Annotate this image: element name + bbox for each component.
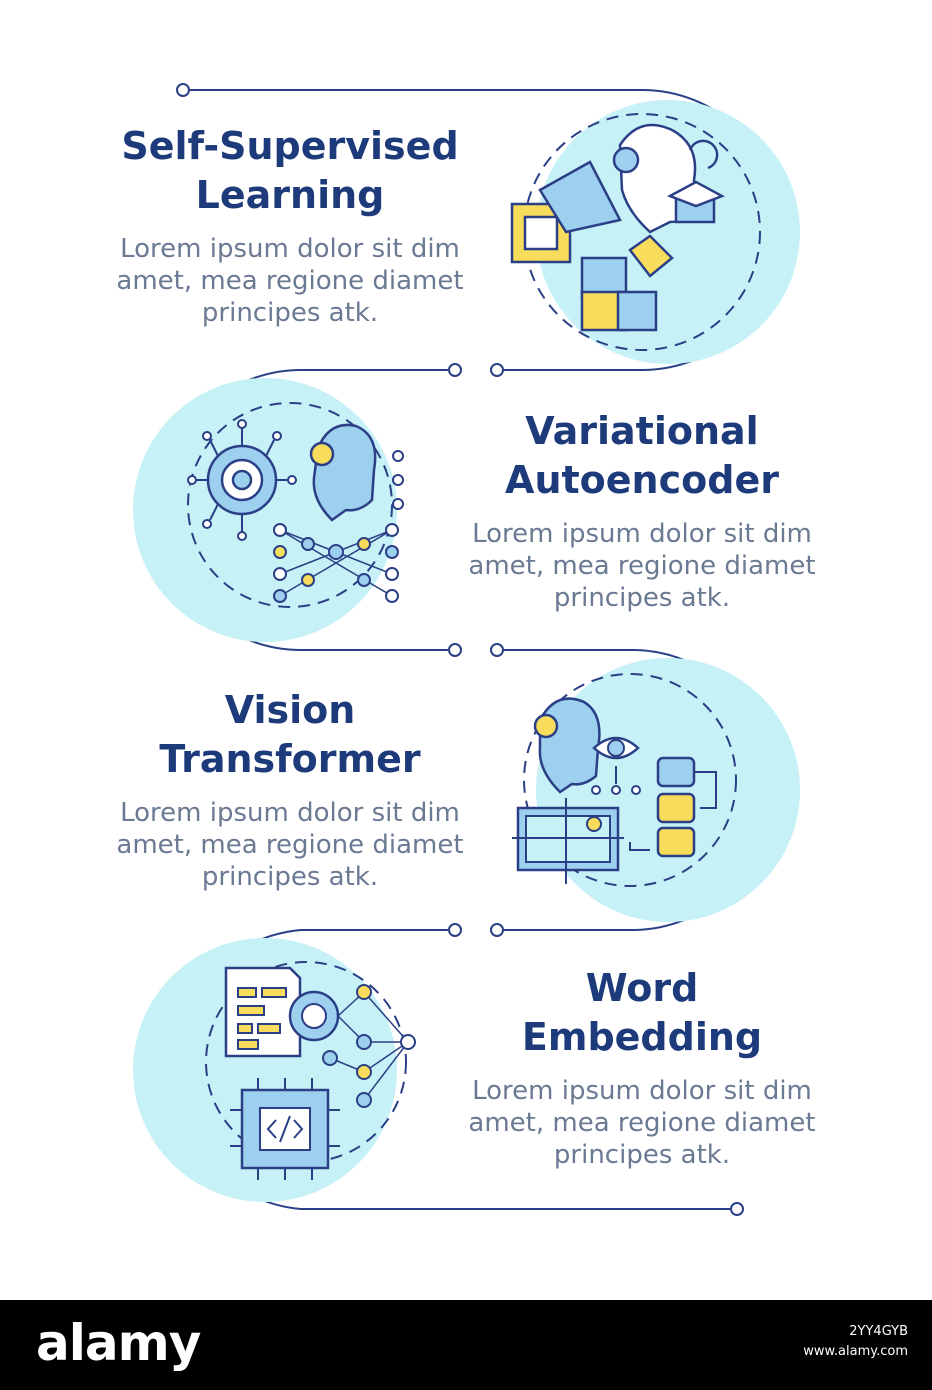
flow-diagram xyxy=(133,83,800,1216)
ai-head-eye-image-flow-icon xyxy=(512,658,800,922)
connector-node xyxy=(490,923,504,937)
connector-node xyxy=(176,83,190,97)
connector-node xyxy=(490,363,504,377)
image-id: 2YY4GYB xyxy=(849,1324,908,1339)
gear-network-ai-head-icon xyxy=(133,378,404,642)
site-url: www.alamy.com xyxy=(803,1344,908,1359)
connector-node xyxy=(490,643,504,657)
ai-head-graduation-puzzle-icon xyxy=(510,100,800,364)
connector-node xyxy=(448,923,462,937)
connector-node xyxy=(448,643,462,657)
brand-logo: alamy xyxy=(36,1314,201,1372)
connector-node xyxy=(448,363,462,377)
watermark-footer: alamy 2YY4GYB www.alamy.com xyxy=(0,1300,932,1390)
image-code: 2YY4GYB www.alamy.com xyxy=(803,1322,908,1362)
connector-node xyxy=(730,1202,744,1216)
document-gear-chip-code-icon xyxy=(133,938,416,1202)
